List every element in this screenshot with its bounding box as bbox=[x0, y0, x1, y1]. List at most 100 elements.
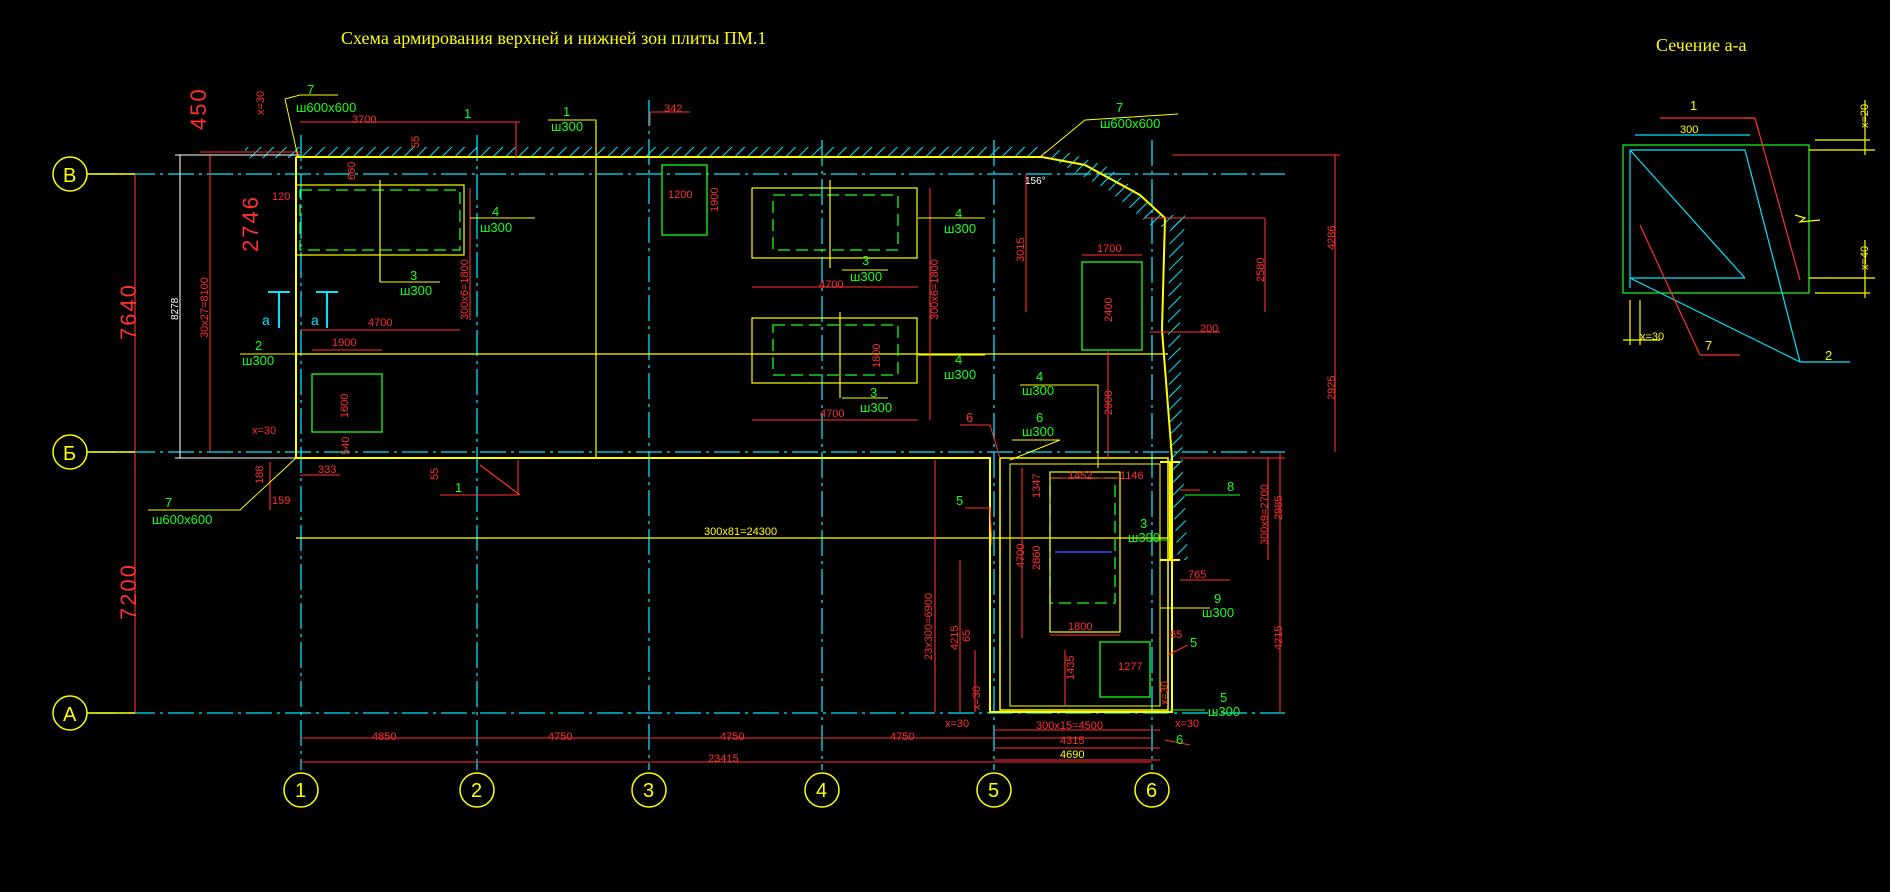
mark-4c: 4 bbox=[955, 352, 962, 367]
mark-4d-text: ш300 bbox=[1022, 383, 1054, 398]
mark-1b-text: ш300 bbox=[551, 119, 583, 134]
mark-2: 2 bbox=[255, 338, 262, 353]
dim-4750c: 4750 bbox=[890, 731, 914, 743]
dim-23415: 23415 bbox=[708, 753, 739, 765]
mark-3d: 3 bbox=[1140, 516, 1147, 531]
dim-55b: 55 bbox=[429, 468, 441, 480]
mark-9: 9 bbox=[1214, 591, 1221, 606]
drawing-title: Схема армирования верхней и нижней зон п… bbox=[341, 28, 766, 48]
mark-4c-text: ш300 bbox=[944, 367, 976, 382]
dim-1347: 1347 bbox=[1031, 474, 1043, 498]
dimension-texts: 3700 55 342 120 660 1200 1900 8278 30x27… bbox=[170, 91, 1338, 765]
dim-450: 450 bbox=[186, 87, 211, 130]
dim-1700: 1700 bbox=[1097, 243, 1121, 255]
dim-1800b: 1800 bbox=[1068, 621, 1092, 633]
axis-bubble-2: 2 bbox=[471, 780, 482, 802]
mark-4b-text: ш300 bbox=[944, 221, 976, 236]
mark-1b: 1 bbox=[563, 104, 570, 119]
dim-200: 200 bbox=[1200, 323, 1218, 335]
mark-3d-text: ш300 bbox=[1128, 530, 1160, 545]
mark-6c: 6 bbox=[1176, 732, 1183, 747]
dim-4700d: 4700 bbox=[1015, 544, 1027, 568]
slab-outline bbox=[295, 122, 1180, 713]
dim-1435: 1435 bbox=[1065, 656, 1077, 680]
mark-5a: 5 bbox=[956, 493, 963, 508]
dim-3700: 3700 bbox=[352, 114, 376, 126]
dim-55a: 55 bbox=[410, 136, 422, 148]
dim-7640: 7640 bbox=[116, 283, 141, 340]
section-cut-marks bbox=[268, 291, 338, 328]
dim-300x6a: 300x6=1800 bbox=[459, 259, 471, 320]
dim-2908: 2908 bbox=[1103, 391, 1115, 415]
dim-300x15: 300x15=4500 bbox=[1036, 720, 1103, 732]
mark-8: 8 bbox=[1227, 479, 1234, 494]
dim-8278: 8278 bbox=[170, 297, 181, 320]
dim-342: 342 bbox=[664, 103, 682, 115]
dim-4700a: 4700 bbox=[368, 317, 392, 329]
dim-4315: 4315 bbox=[1060, 735, 1084, 747]
mark-9-text: ш300 bbox=[1202, 605, 1234, 620]
axis-bubble-b: Б bbox=[63, 443, 76, 465]
dim-765: 765 bbox=[1188, 569, 1206, 581]
dim-1277: 1277 bbox=[1118, 661, 1142, 673]
dim-1800: 1800 bbox=[871, 344, 883, 368]
section-mark-a2: а bbox=[311, 312, 319, 328]
dim-x30f: x=30 bbox=[1159, 681, 1171, 705]
rebar-zones bbox=[295, 180, 1121, 633]
dim-4690: 4690 bbox=[1060, 749, 1084, 761]
mark-3b-text: ш300 bbox=[850, 269, 882, 284]
mark-6a: 6 bbox=[966, 410, 973, 425]
dim-188: 188 bbox=[254, 466, 266, 484]
mark-2-text: ш300 bbox=[242, 353, 274, 368]
dim-4215a: 4215 bbox=[949, 626, 961, 650]
axis-bubble-3: 3 bbox=[643, 780, 654, 802]
dim-4286: 4286 bbox=[1326, 226, 1338, 250]
mark-4a: 4 bbox=[492, 204, 499, 219]
dim-65a: 65 bbox=[961, 630, 973, 642]
mark-5c-text: ш300 bbox=[1208, 704, 1240, 719]
dim-4215b: 4215 bbox=[1273, 626, 1285, 650]
axis-bubble-5: 5 bbox=[988, 780, 999, 802]
dim-2860: 2860 bbox=[1031, 546, 1043, 570]
dim-1900a: 1900 bbox=[709, 188, 721, 212]
rebar-marks: 7 ш600х600 1 1 ш300 7 ш600х600 4 ш300 3 … bbox=[152, 82, 1240, 747]
row-axis-bubbles bbox=[52, 156, 135, 731]
section-dim-x40: x=40 bbox=[1859, 246, 1871, 270]
mark-4a-text: ш300 bbox=[480, 220, 512, 235]
axis-bubble-4: 4 bbox=[816, 780, 827, 802]
mark-5c: 5 bbox=[1220, 690, 1227, 705]
dim-2400: 2400 bbox=[1103, 298, 1115, 322]
mark-7c-text: ш600х600 bbox=[152, 512, 212, 527]
dim-3015: 3015 bbox=[1015, 238, 1027, 262]
dim-660: 660 bbox=[346, 162, 358, 180]
dim-30x27: 30x27=8100 bbox=[199, 277, 211, 338]
section-title: Сечение а-а bbox=[1656, 35, 1747, 55]
dimension-lines bbox=[134, 111, 1340, 763]
dim-4850: 4850 bbox=[372, 731, 396, 743]
axis-bubble-v: В bbox=[63, 165, 76, 187]
mark-5b: 5 bbox=[1190, 635, 1197, 650]
dim-23x300: 23x300=6900 bbox=[923, 593, 935, 660]
mark-6b: 6 bbox=[1036, 410, 1043, 425]
axis-bubble-1: 1 bbox=[295, 780, 306, 802]
dim-540: 540 bbox=[340, 437, 352, 455]
dim-4700b: 4700 bbox=[819, 279, 843, 291]
dim-1200: 1200 bbox=[668, 189, 692, 201]
section-dim-300: 300 bbox=[1680, 124, 1698, 136]
section-dim-x20: x=20 bbox=[1859, 104, 1871, 128]
dim-2925: 2925 bbox=[1326, 376, 1338, 400]
dim-1452: 1452 bbox=[1068, 470, 1092, 482]
mark-1a: 1 bbox=[464, 106, 471, 121]
dim-300x6b: 300x6=1800 bbox=[929, 259, 941, 320]
dim-300x9: 300x9=2700 bbox=[1259, 484, 1271, 545]
dim-x30d: x=30 bbox=[945, 718, 969, 730]
dim-4750a: 4750 bbox=[548, 731, 572, 743]
dim-1600: 1600 bbox=[339, 394, 351, 418]
mark-7a: 7 bbox=[307, 82, 314, 97]
section-detail bbox=[1622, 100, 1875, 363]
mark-7c: 7 bbox=[165, 495, 172, 510]
mark-3b: 3 bbox=[862, 253, 869, 268]
leader-lines bbox=[148, 94, 1240, 746]
mark-3a-text: ш300 bbox=[400, 283, 432, 298]
dim-2580: 2580 bbox=[1255, 258, 1267, 282]
